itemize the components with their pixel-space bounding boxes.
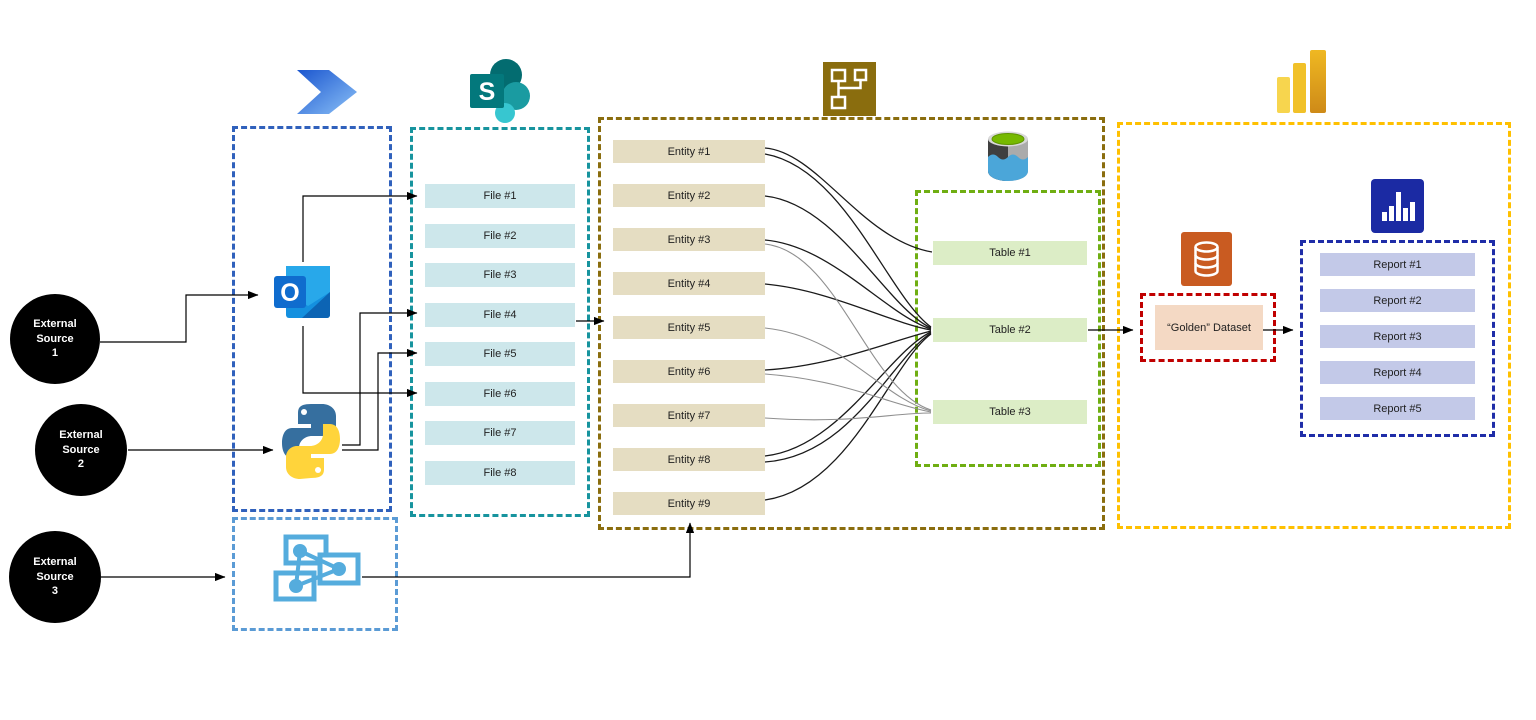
powerbi-group-box [1117, 122, 1511, 529]
reports-group-box [1300, 240, 1495, 437]
sharepoint-icon: S [468, 58, 532, 129]
entity-item: Entity #4 [613, 272, 765, 295]
golden-dataset-group-box [1140, 293, 1276, 362]
entity-item: Entity #8 [613, 448, 765, 471]
tables-list: Table #1 Table #2 Table #3 [933, 241, 1087, 424]
report-item: Report #4 [1320, 361, 1475, 384]
flowchart-icon [823, 62, 876, 121]
entity-item: Entity #7 [613, 404, 765, 427]
edge-workflow-entity9 [362, 522, 695, 578]
entity-item: Entity #9 [613, 492, 765, 515]
entities-list: Entity #1 Entity #2 Entity #3 Entity #4 Enti… [613, 140, 765, 515]
entity-item: Entity #5 [613, 316, 765, 339]
outlook-icon: O [272, 262, 334, 329]
workflow-icon [266, 531, 362, 608]
entity-item: Entity #6 [613, 360, 765, 383]
external-source-3-label: External Source 3 [33, 555, 77, 598]
reports-list: Report #1 Report #2 Report #3 Report #4 Repo… [1320, 253, 1475, 420]
file-item: File #7 [425, 421, 575, 445]
report-item: Report #1 [1320, 253, 1475, 276]
database-icon [1181, 232, 1232, 291]
external-source-2-label: External Source 2 [59, 428, 103, 471]
file-item: File #2 [425, 223, 575, 248]
entity-item: Entity #2 [613, 184, 765, 207]
table-item: Table #3 [933, 400, 1087, 424]
data-lake-icon [983, 127, 1033, 192]
file-item: File #3 [425, 263, 575, 287]
file-item: File #5 [425, 342, 575, 366]
file-item: File #6 [425, 381, 575, 406]
outlook-letter: O [280, 279, 299, 307]
files-list: File #1 File #2 File #3 File #4 File #5 File … [425, 184, 575, 485]
bar-chart-icon [1371, 179, 1424, 238]
external-source-3-node: External Source 3 [9, 531, 101, 623]
external-source-1-label: External Source 1 [33, 317, 77, 360]
external-source-2-node: External Source 2 [35, 404, 127, 496]
file-item: File #4 [425, 302, 575, 327]
report-item: Report #5 [1320, 397, 1475, 420]
power-bi-icon [1277, 50, 1327, 119]
golden-dataset-node: “Golden” Dataset [1155, 305, 1263, 350]
golden-dataset-label: “Golden” Dataset [1167, 321, 1251, 334]
python-icon [280, 402, 342, 485]
power-automate-icon [293, 62, 361, 127]
report-item: Report #3 [1320, 325, 1475, 348]
external-source-1-node: External Source 1 [10, 294, 100, 384]
sharepoint-letter: S [479, 78, 496, 106]
entity-item: Entity #1 [613, 140, 765, 163]
file-item: File #1 [425, 184, 575, 208]
entity-item: Entity #3 [613, 228, 765, 251]
table-item: Table #2 [933, 318, 1087, 342]
report-item: Report #2 [1320, 289, 1475, 312]
file-item: File #8 [425, 460, 575, 485]
table-item: Table #1 [933, 241, 1087, 265]
